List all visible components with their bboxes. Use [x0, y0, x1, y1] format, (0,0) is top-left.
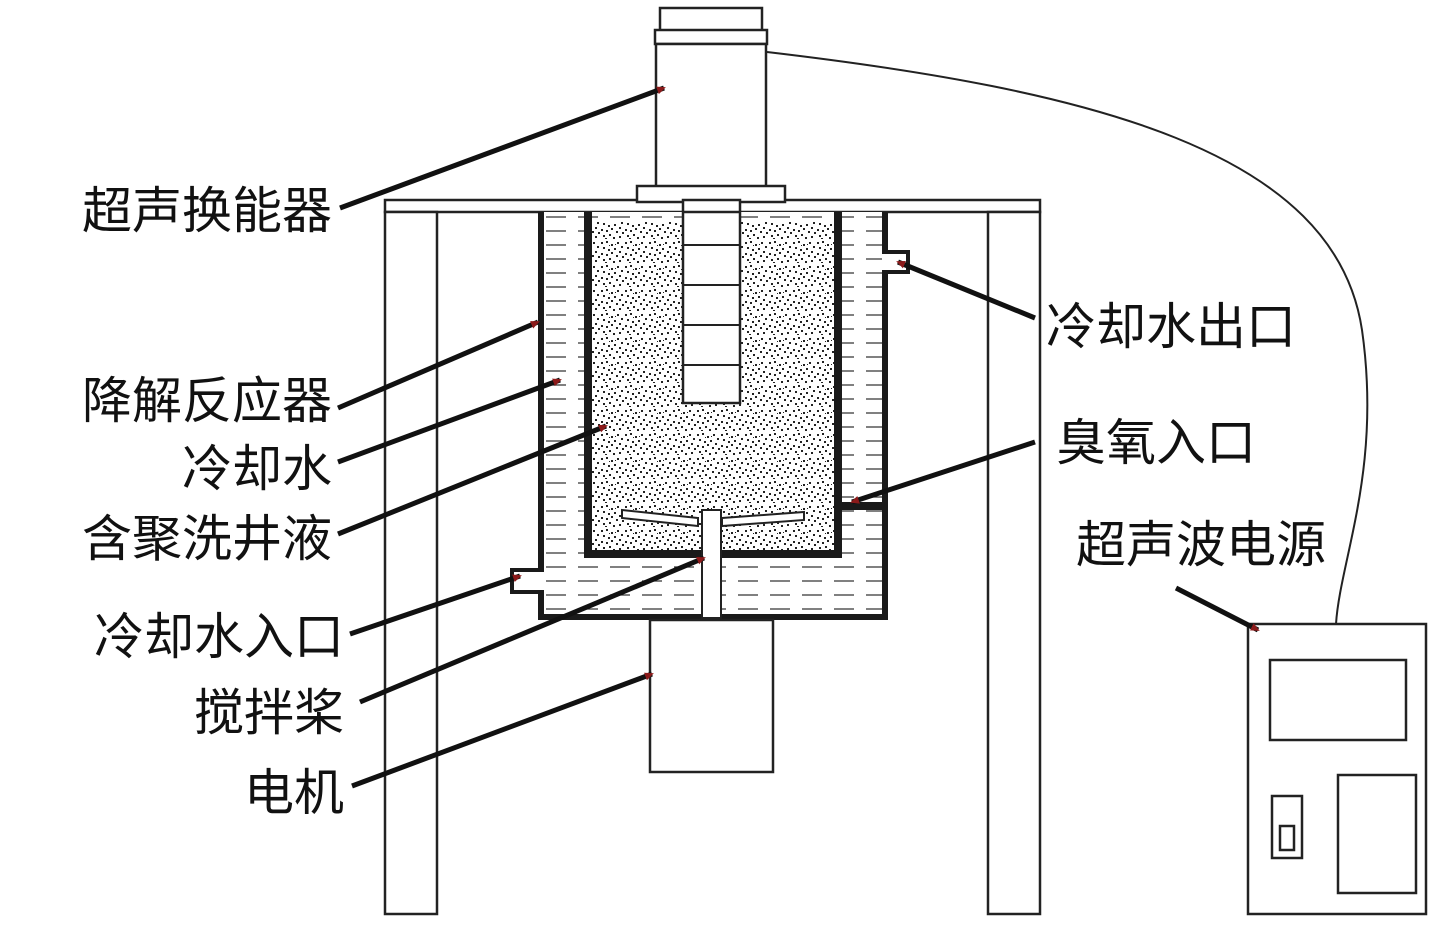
- label-cooling-water-outlet: 冷却水出口: [1046, 298, 1296, 356]
- label-cooling-water-inlet: 冷却水入口: [94, 608, 344, 666]
- label-motor: 电机: [244, 764, 344, 822]
- arrow-motor: [351, 671, 654, 789]
- arrow-cooling-inlet: [349, 573, 522, 637]
- label-stirring-paddle: 搅拌桨: [194, 684, 344, 742]
- arrow-cooling-outlet: [896, 259, 1036, 321]
- support-frame: [383, 198, 1042, 916]
- arrow-polymer-liquid: [337, 423, 608, 537]
- arrow-reactor: [337, 319, 540, 411]
- motor-body: [648, 618, 775, 774]
- arrow-cooling-water: [337, 377, 562, 465]
- label-ultrasonic-power-supply: 超声波电源: [1076, 516, 1326, 574]
- arrow-transducer: [339, 85, 666, 211]
- power-cable: [766, 51, 1369, 625]
- arrow-paddle: [359, 555, 706, 705]
- label-cooling-water: 冷却水: [182, 440, 332, 498]
- arrow-ozone-inlet: [850, 439, 1036, 505]
- label-polymer-wastewater: 含聚洗井液: [82, 510, 332, 568]
- stirring-paddle: [621, 508, 805, 619]
- leader-lines: [337, 85, 1260, 789]
- label-degradation-reactor: 降解反应器: [82, 372, 332, 430]
- degradation-reactor: [584, 210, 884, 558]
- arrow-power-supply: [1174, 585, 1260, 633]
- label-ozone-inlet: 臭氧入口: [1056, 414, 1256, 472]
- ultrasonic-power-supply-box: [1246, 622, 1428, 916]
- label-ultrasonic-transducer: 超声换能器: [82, 182, 332, 240]
